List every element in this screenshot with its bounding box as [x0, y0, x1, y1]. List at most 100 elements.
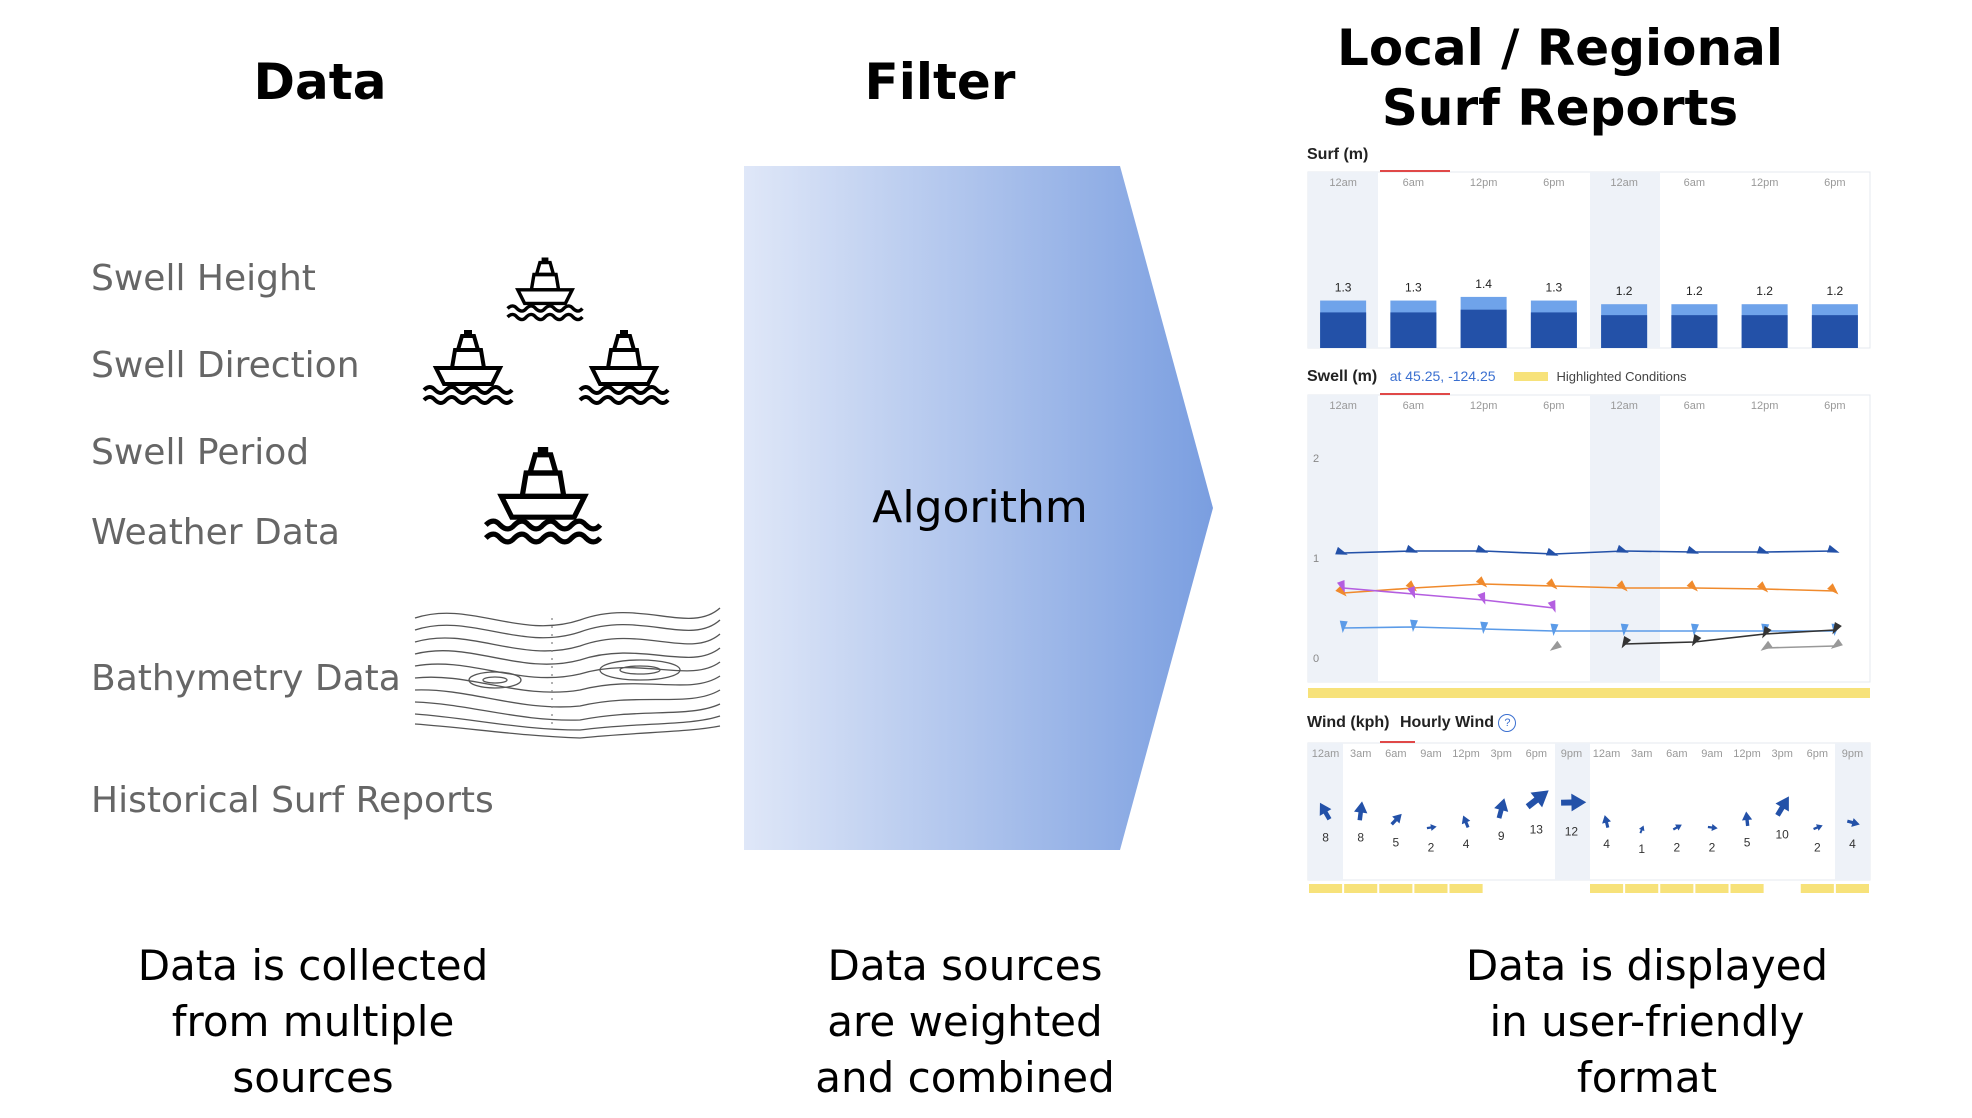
surf-bar	[1811, 315, 1858, 348]
swell-direction-arrow	[1826, 544, 1840, 553]
swell-time-tick: 6am	[1403, 400, 1424, 412]
night-shade	[1835, 743, 1870, 880]
surf-time-tick: 6pm	[1543, 177, 1564, 189]
hourly-wind-label: Hourly Wind	[1399, 714, 1495, 732]
wind-speed-label: 2	[1428, 840, 1435, 854]
swell-direction-arrow	[1336, 580, 1345, 593]
algorithm-label: Algorithm	[872, 482, 1088, 533]
swell-direction-arrow	[1620, 623, 1629, 636]
source-bathymetry-data: Bathymetry Data	[91, 658, 401, 699]
source-historical-surf-reports: Historical Surf Reports	[91, 780, 494, 821]
surf-bar	[1741, 315, 1788, 348]
surf-bar	[1320, 312, 1367, 348]
swell-panel-header: Swell (m) at 45.25, -124.25 Highlighted …	[1307, 368, 1687, 386]
highlight-bar	[1414, 884, 1448, 893]
wind-arrow	[1354, 801, 1368, 821]
wind-time-tick: 3pm	[1490, 748, 1511, 760]
wind-arrow	[1846, 818, 1860, 827]
highlight-bar	[1449, 884, 1483, 893]
surf-bar-label: 1.3	[1405, 281, 1422, 295]
swell-direction-arrow	[1616, 544, 1629, 553]
bathymetry-map-icon	[414, 607, 721, 739]
wind-arrow	[1461, 815, 1471, 829]
caption-line: sources	[232, 1053, 394, 1102]
swell-direction-arrow	[1409, 619, 1418, 632]
surf-bar-label: 1.2	[1827, 284, 1844, 298]
wind-time-tick: 9pm	[1842, 748, 1863, 760]
highlight-bar	[1344, 884, 1378, 893]
wind-speed-label: 1	[1638, 842, 1645, 856]
surf-bar-label: 1.2	[1616, 284, 1633, 298]
swell-direction-arrow	[1760, 640, 1773, 651]
wind-time-tick: 9am	[1701, 748, 1722, 760]
source-swell-period: Swell Period	[91, 432, 310, 473]
swell-direction-arrow	[1477, 592, 1486, 605]
swell-series-line	[1764, 645, 1835, 649]
surf-bar	[1390, 312, 1437, 348]
swell-direction-arrow	[1691, 633, 1702, 647]
swell-series-line	[1343, 550, 1835, 555]
reports-heading-line: Local / Regional	[1337, 19, 1783, 77]
source-weather-data: Weather Data	[91, 512, 340, 553]
surf-bar-label: 1.3	[1546, 281, 1563, 295]
surf-time-tick: 6am	[1684, 177, 1705, 189]
swell-direction-arrow	[1686, 545, 1700, 554]
highlight-bar	[1625, 884, 1659, 893]
highlight-legend-swatch	[1514, 372, 1549, 381]
swell-direction-arrow	[1549, 640, 1562, 651]
wind-arrow	[1390, 813, 1402, 826]
swell-direction-arrow	[1756, 545, 1770, 554]
wind-speed-label: 13	[1530, 823, 1544, 837]
swell-time-tick: 6pm	[1824, 400, 1845, 412]
wind-arrow	[1813, 824, 1823, 831]
swell-direction-arrow	[1335, 546, 1348, 555]
swell-direction-arrow	[1480, 621, 1489, 634]
swell-direction-arrow	[1405, 544, 1419, 553]
swell-direction-arrow	[1827, 583, 1839, 595]
wind-speed-label: 4	[1603, 837, 1610, 851]
highlight-bar	[1590, 884, 1624, 893]
swell-direction-arrow	[1547, 600, 1556, 613]
swell-time-tick: 12am	[1610, 400, 1638, 412]
surf-bar	[1601, 315, 1648, 348]
swell-direction-arrow	[1616, 580, 1628, 592]
night-shade	[1590, 395, 1660, 682]
highlight-bar	[1308, 688, 1870, 698]
swell-series-line	[1343, 587, 1554, 609]
highlight-bar	[1660, 884, 1694, 893]
data-caption: Data is collected from multiple sources	[113, 938, 513, 1106]
highlight-bar	[1379, 884, 1413, 893]
surf-time-tick: 12pm	[1751, 177, 1779, 189]
wind-arrow	[1638, 825, 1645, 834]
caption-line: Data sources	[827, 941, 1103, 990]
wind-time-tick: 12am	[1312, 748, 1340, 760]
wind-arrow	[1319, 802, 1332, 821]
surf-time-tick: 12am	[1610, 177, 1638, 189]
wind-arrow	[1602, 815, 1611, 829]
wind-speed-label: 5	[1392, 836, 1399, 850]
wind-speed-label: 8	[1322, 831, 1329, 845]
wind-speed-label: 4	[1849, 837, 1856, 851]
swell-direction-arrow	[1475, 576, 1488, 588]
caption-line: Data is displayed	[1465, 941, 1829, 990]
surf-panel-title: Surf (m)	[1307, 146, 1369, 163]
wind-time-tick: 9am	[1420, 748, 1441, 760]
wind-time-tick: 12pm	[1733, 748, 1761, 760]
wind-speed-label: 9	[1498, 829, 1505, 843]
wind-time-tick: 12am	[1593, 748, 1621, 760]
surf-time-tick: 6am	[1403, 177, 1424, 189]
swell-y-tick: 1	[1313, 553, 1319, 565]
surf-bar	[1671, 315, 1718, 348]
night-shade	[1308, 395, 1378, 682]
caption-line: and combined	[815, 1053, 1115, 1102]
wind-time-tick: 6pm	[1526, 748, 1547, 760]
swell-direction-arrow	[1546, 578, 1558, 590]
help-icon[interactable]: ?	[1498, 714, 1517, 732]
wind-arrow	[1494, 798, 1509, 819]
wind-arrow	[1561, 793, 1587, 812]
highlight-bar	[1800, 884, 1834, 893]
surf-bar	[1460, 309, 1507, 348]
wind-time-tick: 6am	[1385, 748, 1406, 760]
swell-direction-arrow	[1830, 638, 1843, 649]
